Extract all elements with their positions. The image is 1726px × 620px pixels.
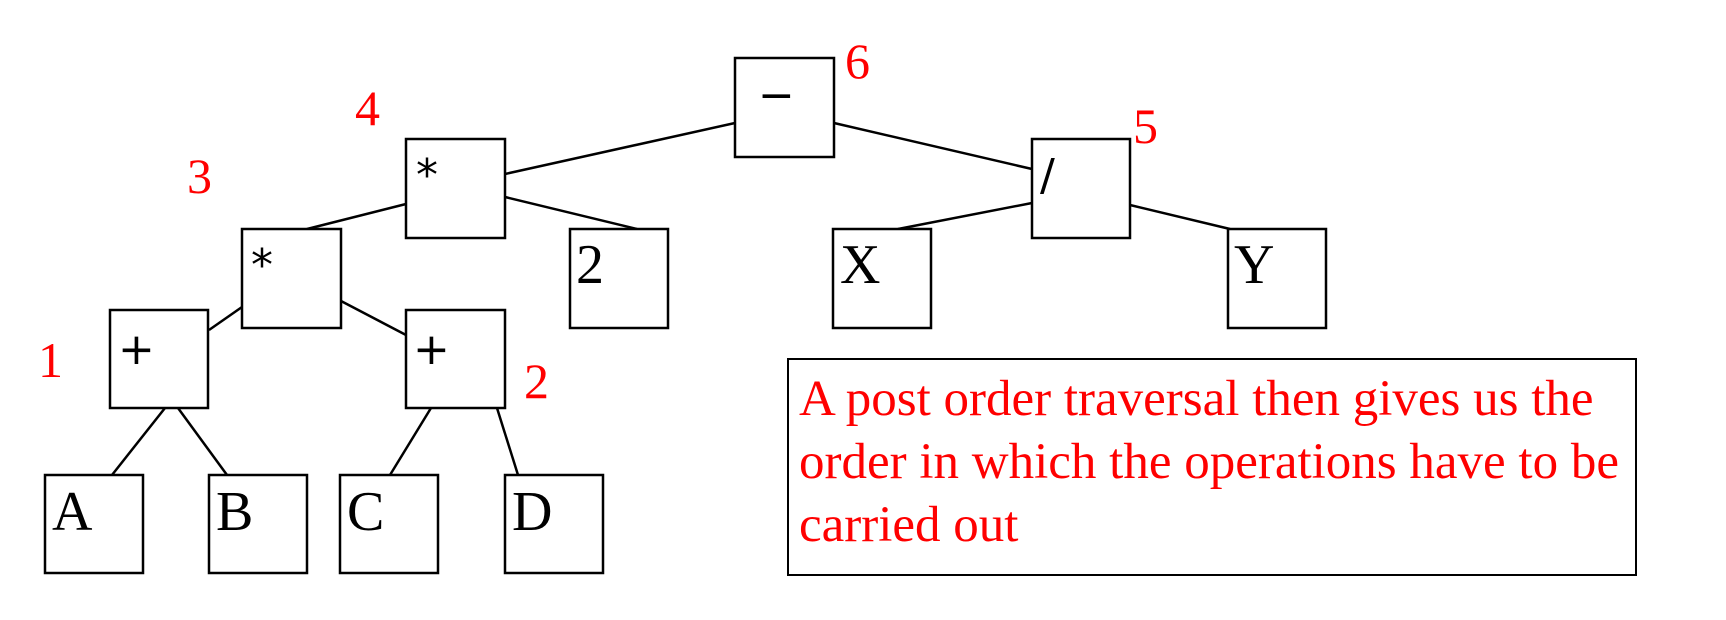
edge-mul1-mul2 bbox=[306, 202, 407, 231]
node-box bbox=[240, 227, 343, 330]
tree-edges bbox=[111, 121, 1231, 476]
edge-plus1-a bbox=[111, 407, 166, 476]
caption-box: A post order traversal then gives us the… bbox=[787, 358, 1637, 576]
node-mul1: * bbox=[404, 137, 507, 240]
edge-plus2-c bbox=[388, 407, 433, 476]
edge-root-div bbox=[833, 121, 1033, 171]
node-box bbox=[338, 473, 440, 575]
node-root: − bbox=[733, 56, 836, 159]
node-box bbox=[568, 227, 670, 330]
node-box bbox=[1030, 137, 1132, 240]
order-label-div: 5 bbox=[1133, 98, 1158, 154]
node-y: Y bbox=[1226, 227, 1328, 330]
node-two: 2 bbox=[568, 227, 670, 330]
caption-text: A post order traversal then gives us the… bbox=[799, 371, 1619, 553]
node-mul2: * bbox=[240, 227, 343, 330]
node-label: * bbox=[251, 240, 273, 291]
node-box bbox=[1226, 227, 1328, 330]
node-b: B bbox=[207, 473, 309, 575]
node-label: C bbox=[347, 481, 384, 543]
node-box bbox=[207, 473, 309, 575]
node-plus1: + bbox=[108, 308, 210, 410]
node-label: Y bbox=[1234, 234, 1274, 296]
edge-plus2-d bbox=[495, 407, 520, 476]
node-box bbox=[108, 308, 210, 410]
node-box bbox=[404, 137, 507, 240]
node-label: + bbox=[118, 324, 155, 375]
node-label: X bbox=[840, 234, 880, 296]
node-label: + bbox=[413, 324, 450, 375]
order-label-mul1: 4 bbox=[355, 80, 380, 136]
order-label-mul2: 3 bbox=[187, 148, 212, 204]
order-label-plus2: 2 bbox=[524, 353, 549, 409]
node-plus2: + bbox=[404, 308, 507, 410]
edge-div-y bbox=[1129, 203, 1231, 231]
node-label: B bbox=[216, 481, 253, 543]
node-label: / bbox=[1040, 150, 1055, 201]
node-box bbox=[831, 227, 933, 330]
node-a: A bbox=[43, 473, 145, 575]
node-label: 2 bbox=[576, 234, 604, 296]
node-box bbox=[733, 56, 836, 159]
node-box bbox=[404, 308, 507, 410]
order-label-plus1: 1 bbox=[38, 332, 63, 388]
node-box bbox=[43, 473, 145, 575]
node-div: / bbox=[1030, 137, 1132, 240]
node-label: A bbox=[52, 481, 93, 543]
node-box bbox=[503, 473, 605, 575]
node-x: X bbox=[831, 227, 933, 330]
edge-mul2-plus1 bbox=[208, 305, 243, 332]
edge-mul1-two bbox=[504, 195, 638, 231]
edge-plus1-b bbox=[176, 407, 229, 476]
node-c: C bbox=[338, 473, 440, 575]
edge-root-mul1 bbox=[504, 121, 736, 176]
edge-div-x bbox=[897, 201, 1033, 231]
post-order-labels: 6 4 5 3 1 2 bbox=[38, 33, 1158, 409]
node-d: D bbox=[503, 473, 605, 575]
node-label: * bbox=[416, 150, 438, 201]
edge-mul2-plus2 bbox=[340, 299, 407, 337]
order-label-root: 6 bbox=[845, 33, 870, 89]
node-label: − bbox=[758, 70, 795, 121]
node-label: D bbox=[512, 481, 552, 543]
